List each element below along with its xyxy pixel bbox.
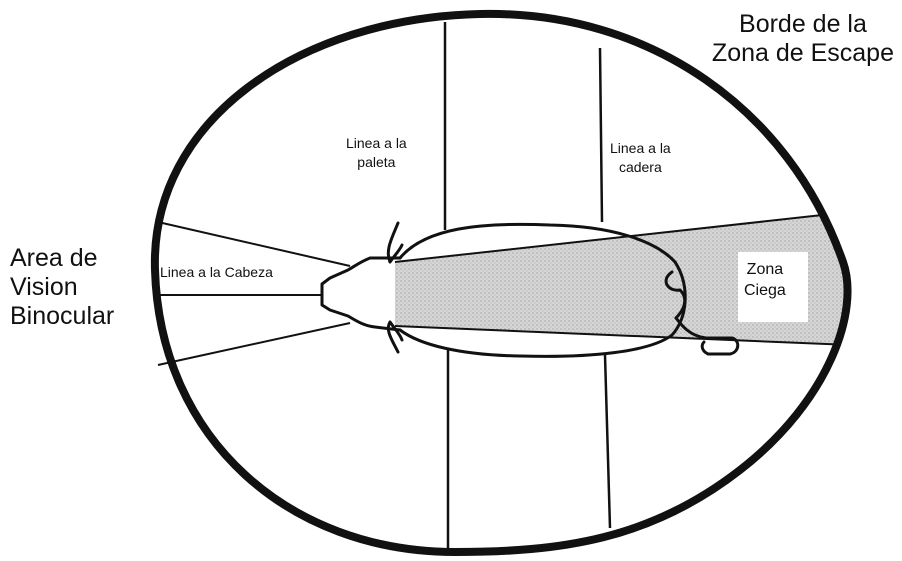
hip-line-bottom xyxy=(605,355,610,528)
binocular-area-line-2: Vision xyxy=(10,273,114,302)
binocular-area-line-3: Binocular xyxy=(10,302,114,331)
shoulder-line-label-line-1: Linea a la xyxy=(346,134,407,153)
shoulder-line-label-line-2: paleta xyxy=(346,153,407,172)
binocular-area-line-1: Area de xyxy=(10,244,114,273)
blind-zone-label-line-2: Ciega xyxy=(744,280,786,301)
hip-line-label-line-2: cadera xyxy=(610,158,671,177)
escape-zone-edge-line-1: Borde de la xyxy=(712,10,894,39)
blind-zone-label: Zona Ciega xyxy=(744,259,786,301)
hip-line-top xyxy=(600,48,602,222)
hip-line-label: Linea a la cadera xyxy=(610,139,671,177)
hip-line-label-line-1: Linea a la xyxy=(610,139,671,158)
binocular-area-label: Area de Vision Binocular xyxy=(10,244,114,331)
binocular-upper-line xyxy=(158,222,350,266)
shoulder-line-label: Linea a la paleta xyxy=(346,134,407,172)
escape-zone-edge-label: Borde de la Zona de Escape xyxy=(712,10,894,68)
head-line-label: Linea a la Cabeza xyxy=(160,263,273,282)
blind-zone-label-line-1: Zona xyxy=(744,259,786,280)
cow-head xyxy=(322,258,400,330)
escape-zone-edge-line-2: Zona de Escape xyxy=(712,39,894,68)
binocular-lower-line xyxy=(158,323,350,365)
